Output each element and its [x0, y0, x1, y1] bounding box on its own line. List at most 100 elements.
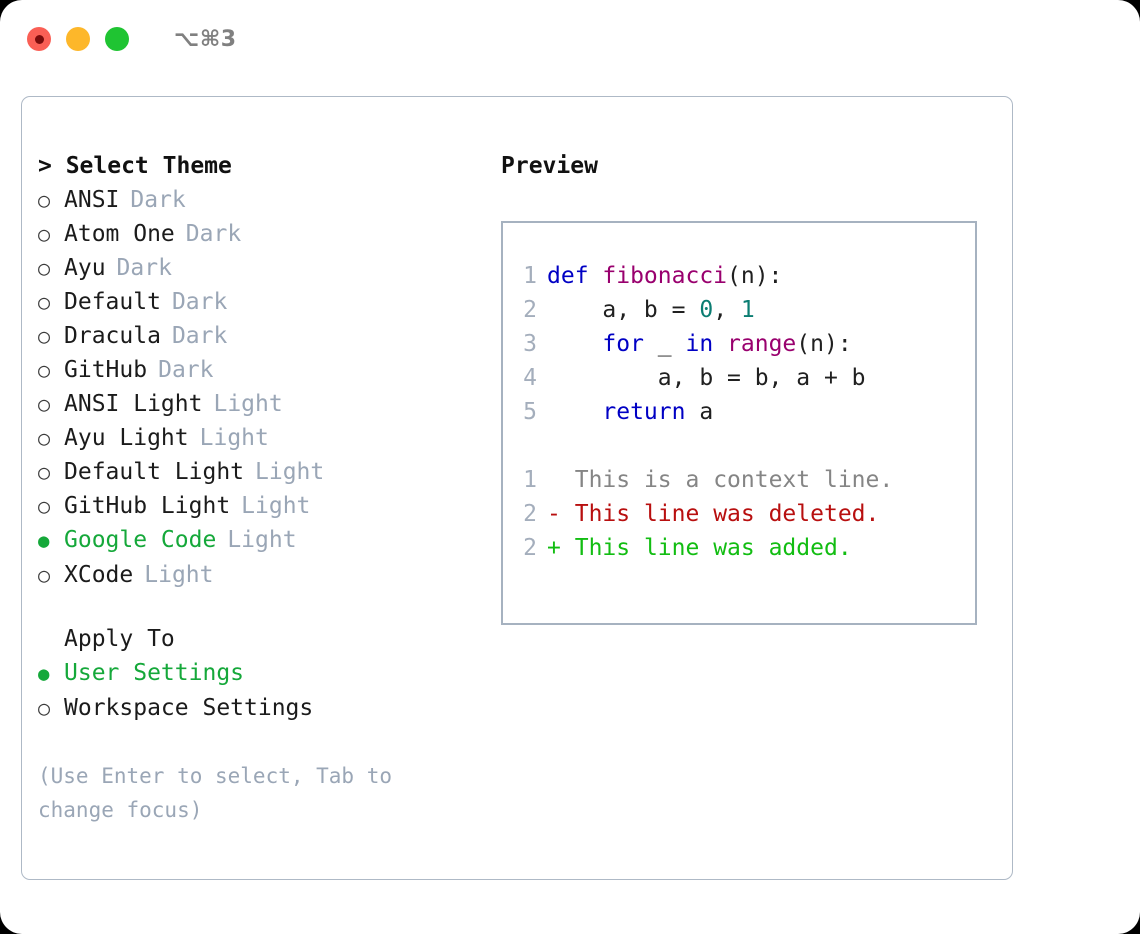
- code-token-pl: ,: [713, 297, 741, 323]
- line-number: 1: [523, 467, 537, 493]
- line-number: 5: [523, 399, 537, 425]
- title-bar: ⌥⌘3: [0, 0, 1140, 78]
- apply-to-list[interactable]: ●User Settings ○ Workspace Settings: [38, 656, 478, 725]
- code-line: 2 a, b = 0, 1: [503, 293, 975, 327]
- code-token-pl: a, b = b, a + b: [547, 365, 866, 391]
- code-token-kw: def: [547, 263, 603, 289]
- diff-gap: [561, 531, 575, 565]
- code-token-fn: fibonacci: [602, 263, 728, 289]
- code-line: 3 for _ in range(n):: [503, 327, 975, 361]
- theme-option-label: ANSI: [64, 187, 120, 213]
- line-number: 1: [523, 263, 537, 289]
- apply-to-option-workspace-settings[interactable]: ○ Workspace Settings: [38, 691, 478, 725]
- code-token-kw: for: [602, 331, 644, 357]
- theme-option-label: Dracula: [64, 323, 161, 349]
- select-theme-heading: > Select Theme: [38, 153, 232, 179]
- theme-option-category: Light: [255, 459, 325, 485]
- diff-line-deleted: 2- This line was deleted.: [503, 497, 975, 531]
- diff-line-text: This line was added.: [574, 535, 852, 561]
- diff-sign: -: [547, 501, 561, 527]
- code-token-fn: range: [727, 331, 797, 357]
- keyboard-hint-text: (Use Enter to select, Tab to change focu…: [38, 764, 405, 822]
- theme-option-github-light[interactable]: ○ GitHub Light Light: [38, 489, 478, 523]
- theme-option-github[interactable]: ○ GitHub Dark: [38, 353, 478, 387]
- code-token-kw: in: [685, 331, 714, 357]
- theme-option-label: Google Code: [64, 527, 217, 553]
- radio-unselected-icon: ○: [38, 460, 51, 484]
- radio-unselected-icon: ○: [38, 358, 51, 382]
- theme-option-label: Ayu: [64, 255, 106, 281]
- theme-option-category: Light: [241, 493, 311, 519]
- code-token-pl: [547, 399, 602, 425]
- radio-unselected-icon: ○: [38, 290, 51, 314]
- theme-option-ayu[interactable]: ○ Ayu Dark: [38, 251, 478, 285]
- minimize-button[interactable]: [66, 27, 90, 51]
- diff-line-context: 1 This is a context line.: [503, 463, 975, 497]
- code-line-text: a, b = b, a + b: [547, 361, 866, 395]
- diff-sign: +: [547, 535, 561, 561]
- code-token-pl: a, b =: [547, 297, 700, 323]
- radio-unselected-icon: ○: [38, 188, 51, 212]
- diff-sample: 1 This is a context line.2- This line wa…: [503, 463, 975, 565]
- theme-option-label: XCode: [64, 562, 134, 588]
- theme-option-category: Dark: [158, 357, 214, 383]
- diff-gap: [561, 463, 575, 497]
- radio-selected-icon: ●: [38, 530, 50, 552]
- theme-option-label: GitHub: [64, 357, 148, 383]
- code-token-pl: (n):: [727, 263, 783, 289]
- diff-line-text: This line was deleted.: [574, 501, 880, 527]
- radio-unselected-icon: ○: [38, 563, 51, 587]
- theme-option-label: Ayu Light: [64, 425, 189, 451]
- code-token-kw: return: [602, 399, 686, 425]
- traffic-light-group: [27, 27, 129, 51]
- theme-option-category: Dark: [116, 255, 172, 281]
- line-number: 2: [523, 535, 537, 561]
- theme-option-category: Dark: [171, 289, 228, 315]
- code-line: 1 def fibonacci(n):: [503, 259, 975, 293]
- line-number: 2: [523, 297, 537, 323]
- code-token-pl: a: [685, 399, 714, 425]
- radio-unselected-icon: ○: [38, 426, 51, 450]
- apply-to-option-label: Workspace Settings: [64, 695, 314, 721]
- theme-option-default[interactable]: ○ Default Dark: [38, 285, 478, 319]
- code-token-pl: [547, 331, 602, 357]
- theme-option-label: GitHub Light: [64, 493, 231, 519]
- line-number: 3: [523, 331, 537, 357]
- close-button[interactable]: [27, 27, 51, 51]
- code-diff-separator: [503, 429, 975, 463]
- radio-unselected-icon: ○: [38, 324, 51, 348]
- theme-option-label: Default: [64, 289, 161, 315]
- code-token-pl: [713, 331, 727, 357]
- radio-unselected-icon: ○: [38, 696, 51, 720]
- line-number: 4: [523, 365, 537, 391]
- code-line-text: a, b = 0, 1: [547, 293, 755, 327]
- diff-gap: [561, 497, 575, 531]
- radio-unselected-icon: ○: [38, 494, 51, 518]
- diff-line-text: This is a context line.: [574, 467, 894, 493]
- theme-option-label: Default Light: [64, 459, 245, 485]
- diff-line-added: 2 + This line was added.: [503, 531, 975, 565]
- radio-unselected-icon: ○: [38, 256, 51, 280]
- apply-to-option-user-settings[interactable]: ●User Settings: [38, 656, 478, 691]
- record-indicator-icon: [34, 34, 44, 44]
- window-shortcut-label: ⌥⌘3: [174, 26, 237, 52]
- code-token-num: 1: [740, 297, 755, 323]
- code-line-text: for _ in range(n):: [547, 327, 851, 361]
- diff-sign: [547, 463, 561, 497]
- apply-to-section: Apply To ●User Settings○Workspace Settin…: [38, 622, 478, 725]
- preview-heading: Preview: [501, 153, 598, 179]
- maximize-button[interactable]: [105, 27, 129, 51]
- theme-option-default-light[interactable]: ○ Default Light Light: [38, 455, 478, 489]
- apply-to-option-label: User Settings: [64, 660, 245, 686]
